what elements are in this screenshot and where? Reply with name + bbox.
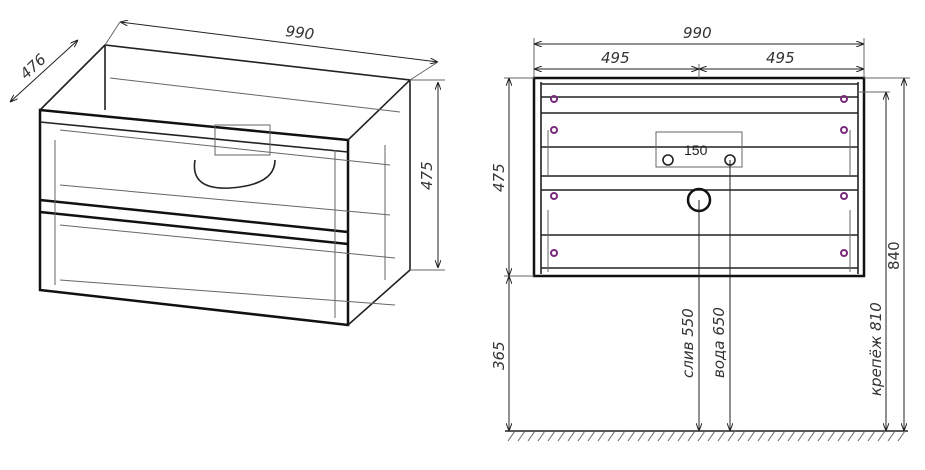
floor-hatch [697, 430, 706, 442]
floor-hatch [827, 430, 836, 442]
floor-hatch [897, 430, 906, 442]
floor-hatch [707, 430, 716, 442]
floor-hatch [727, 430, 736, 442]
front-width-label: 990 [683, 24, 712, 42]
pipe-outlet-left [662, 154, 674, 166]
floor-hatch [877, 430, 886, 442]
floor-hatch [737, 430, 746, 442]
floor-hatch [847, 430, 856, 442]
front-view: 150 990 495 495 475 365 [490, 24, 910, 442]
floor-hatch [797, 430, 806, 442]
mount-height-label: 365 [490, 341, 508, 370]
floor-hatch [867, 430, 876, 442]
floor-hatch [547, 430, 556, 442]
basin-cutout [193, 159, 276, 189]
half-right-label: 495 [766, 49, 795, 67]
floor-hatch [677, 430, 686, 442]
floor-hatch [627, 430, 636, 442]
cabinet-iso-outline [38, 44, 412, 327]
isometric-view: 990 476 475 [10, 22, 445, 327]
drain-height-label: слив 550 [679, 308, 697, 378]
floor-hatch [687, 430, 696, 442]
floor-hatch [527, 430, 536, 442]
floor-hatch [807, 430, 816, 442]
floor-hatch [537, 430, 546, 442]
floor-line [505, 430, 908, 442]
pipe-plate [655, 131, 743, 168]
floor-hatch [767, 430, 776, 442]
half-left-label: 495 [601, 49, 630, 67]
iso-height-label: 475 [418, 161, 436, 190]
floor-hatch [657, 430, 666, 442]
floor-hatch [857, 430, 866, 442]
floor-hatch [787, 430, 796, 442]
floor-hatch [817, 430, 826, 442]
pipe-spacing-label: 150 [684, 142, 708, 158]
iso-width-label: 990 [285, 22, 316, 43]
floor-hatch [587, 430, 596, 442]
floor-hatch [597, 430, 606, 442]
floor-hatch [667, 430, 676, 442]
floor-hatch [747, 430, 756, 442]
front-height-label: 475 [490, 163, 508, 192]
floor-hatch [757, 430, 766, 442]
floor-hatch [517, 430, 526, 442]
iso-depth-label: 476 [16, 50, 49, 83]
iso-dimensions: 990 476 475 [10, 22, 445, 271]
floor-hatch [577, 430, 586, 442]
floor-hatch [617, 430, 626, 442]
floor-hatch [647, 430, 656, 442]
total-height-label: 840 [885, 241, 903, 270]
fixing-points [550, 95, 848, 257]
fixing-height-label: крепёж 810 [867, 302, 885, 396]
floor-hatch [567, 430, 576, 442]
floor-hatch [507, 430, 516, 442]
floor-hatch [717, 430, 726, 442]
floor-hatch [637, 430, 646, 442]
floor-hatch [887, 430, 896, 442]
floor-hatch [837, 430, 846, 442]
water-height-label: вода 650 [710, 307, 728, 378]
front-dimensions: 990 495 495 475 365 слив 550 вода 650 кр… [490, 24, 910, 431]
floor-hatch [557, 430, 566, 442]
floor-hatch [607, 430, 616, 442]
floor-hatch [777, 430, 786, 442]
